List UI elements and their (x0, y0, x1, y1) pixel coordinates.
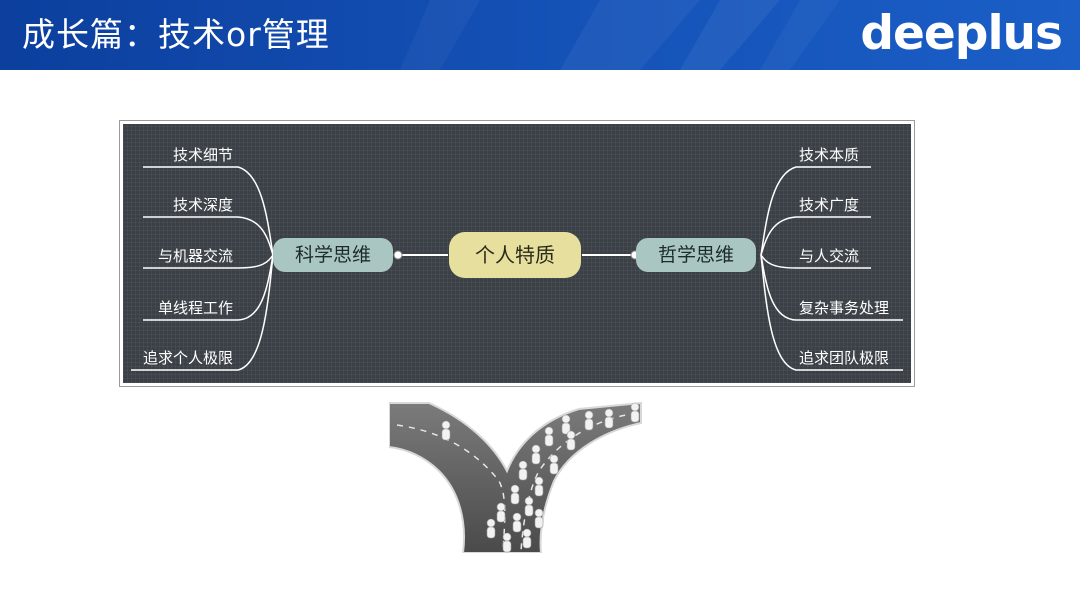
branch-right-node: 哲学思维 (636, 238, 756, 272)
person-figure (630, 402, 640, 423)
link-left-1 (143, 166, 274, 256)
person-figure (584, 410, 594, 431)
leaf-right-3: 与人交流 (799, 247, 860, 265)
forked-road-people-icon (389, 401, 642, 553)
person-figure (502, 532, 512, 553)
person-figure (534, 476, 544, 497)
person-figure (566, 430, 576, 451)
person-figure (534, 508, 544, 529)
leaf-left-2: 技术深度 (172, 196, 233, 214)
road-surface (389, 401, 642, 553)
person-figure (518, 460, 528, 481)
person-figure (496, 502, 506, 523)
brand-logo: deeplus (860, 6, 1063, 61)
leaf-right-5: 追求团队极限 (799, 349, 890, 367)
branch-left-node: 科学思维 (273, 238, 393, 272)
center-node: 个人特质 (449, 232, 581, 278)
leaf-right-2: 技术广度 (799, 196, 860, 214)
link-right-1 (760, 166, 871, 256)
leaf-left-1: 技术细节 (172, 146, 233, 164)
leaf-left-4: 单线程工作 (157, 299, 233, 317)
person-figure (531, 444, 541, 465)
road-center-line-left (396, 424, 506, 552)
person-figure (604, 408, 614, 429)
person-figure (549, 454, 559, 475)
person-figure (522, 528, 532, 549)
person-figure (486, 518, 496, 539)
header-bar: 成长篇：技术or管理 deeplus (0, 0, 1080, 70)
link-left-2 (143, 216, 274, 256)
mindmap-frame: 技术细节 技术深度 与机器交流 单线程工作 追求个人极限 科学思维 个人特质 哲… (119, 120, 915, 387)
mindmap-connectors (131, 166, 903, 371)
leaf-right-4: 复杂事务处理 (799, 299, 890, 317)
page-title: 成长篇：技术or管理 (22, 15, 330, 54)
link-left-3 (143, 254, 274, 269)
person-figure (512, 512, 522, 533)
road-center-line-right (520, 412, 638, 552)
connector-knob-left (393, 250, 403, 260)
person-figure (544, 426, 554, 447)
header-decor (400, 0, 840, 70)
leaf-left-3: 与机器交流 (157, 247, 233, 265)
link-right-2 (760, 216, 871, 256)
mindmap-board: 技术细节 技术深度 与机器交流 单线程工作 追求个人极限 科学思维 个人特质 哲… (123, 124, 911, 383)
people-figures (441, 402, 640, 553)
link-right-3 (760, 254, 871, 269)
person-figure (524, 496, 534, 517)
link-right-5 (760, 254, 903, 371)
person-figure (561, 414, 571, 435)
leaf-right-1: 技术本质 (799, 146, 860, 164)
link-left-5 (131, 254, 274, 371)
person-figure (510, 484, 520, 505)
leaf-left-5: 追求个人极限 (142, 349, 233, 367)
person-figure (441, 420, 451, 441)
